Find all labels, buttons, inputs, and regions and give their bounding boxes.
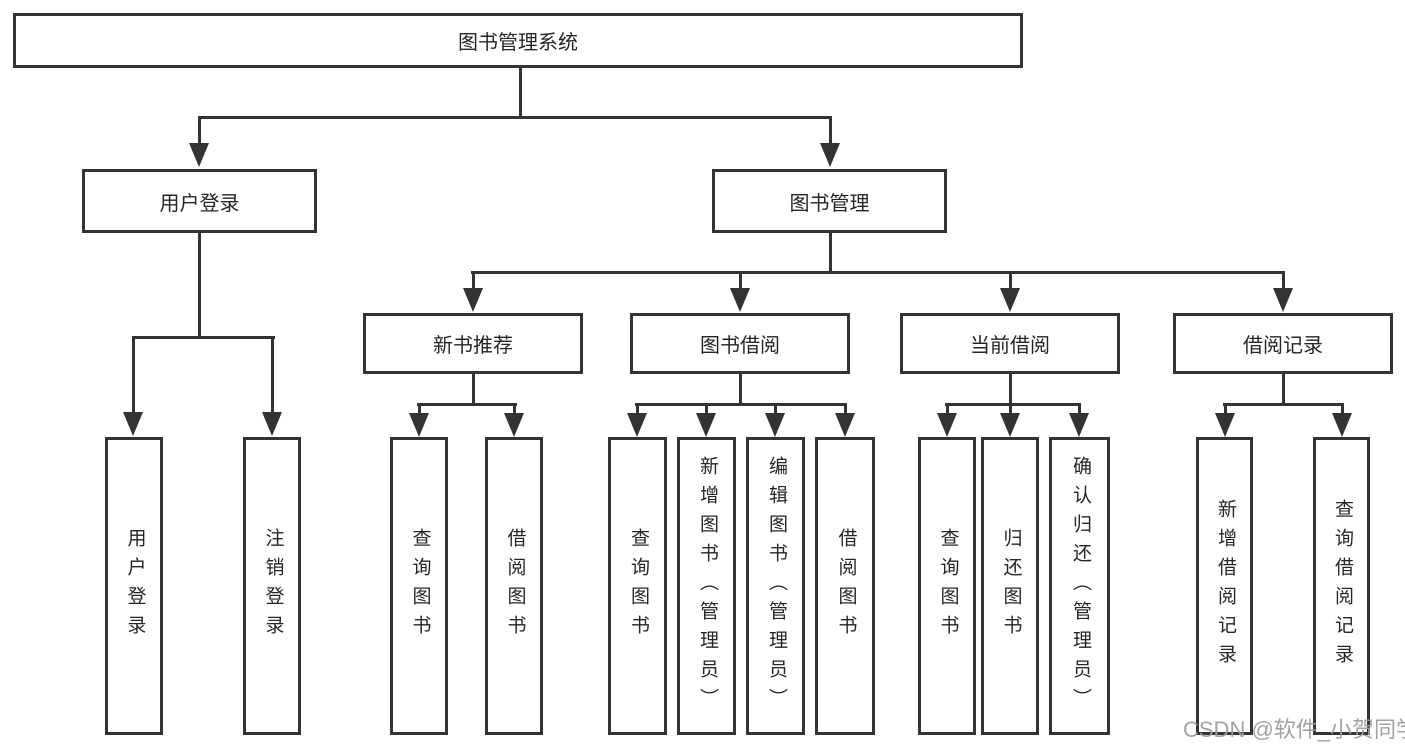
connector-line (1282, 271, 1285, 291)
connector-line (472, 271, 475, 291)
connector-line (132, 336, 275, 339)
leaf-edit-book-admin: 编辑图书（管理员） (746, 437, 805, 735)
node-label: 确认归还（管理员） (1069, 455, 1091, 717)
node-label: 借阅图书 (504, 528, 526, 644)
leaf-add-borrow-record: 新增借阅记录 (1196, 437, 1253, 735)
arrowhead-down-icon (1332, 413, 1352, 437)
arrowhead-down-icon (409, 413, 429, 437)
node-borrowing-records: 借阅记录 (1173, 313, 1393, 374)
connector-line (1009, 372, 1012, 406)
node-label: 图书管理系统 (458, 32, 578, 54)
leaf-return-book: 归还图书 (981, 437, 1039, 735)
connector-line (1223, 403, 1344, 406)
connector-line (635, 403, 847, 406)
connector-line (844, 403, 847, 417)
arrowhead-down-icon (1069, 413, 1089, 437)
connector-line (418, 403, 421, 417)
node-label: 当前借阅 (970, 335, 1050, 357)
node-label: 新增借阅记录 (1214, 499, 1236, 673)
arrowhead-down-icon (504, 413, 524, 437)
connector-line (829, 116, 832, 146)
connector-line (1078, 403, 1081, 417)
arrowhead-down-icon (696, 413, 716, 437)
connector-line (132, 336, 135, 414)
connector-line (271, 336, 274, 414)
connector-line (471, 271, 1285, 274)
node-book-borrowing: 图书借阅 (630, 313, 850, 374)
node-user-login: 用户登录 (82, 169, 317, 233)
connector-line (417, 403, 517, 406)
arrowhead-down-icon (123, 412, 143, 436)
leaf-query-books-current: 查询图书 (918, 437, 976, 735)
connector-line (739, 372, 742, 406)
node-label: 查询图书 (937, 528, 959, 644)
arrowhead-down-icon (835, 413, 855, 437)
node-label: 借阅记录 (1243, 335, 1323, 357)
node-label: 借阅图书 (835, 528, 857, 644)
arrowhead-down-icon (820, 143, 840, 167)
node-label: 用户登录 (159, 192, 240, 215)
node-label: 图书管理 (789, 192, 870, 215)
node-label: 图书借阅 (700, 335, 780, 357)
connector-line (1224, 403, 1227, 417)
connector-line (945, 403, 1081, 406)
arrowhead-down-icon (1000, 288, 1020, 312)
leaf-add-book-admin: 新增图书（管理员） (677, 437, 736, 735)
node-label: 查询图书 (409, 528, 431, 644)
leaf-query-books-recommend: 查询图书 (390, 437, 448, 735)
leaf-query-borrow-record: 查询借阅记录 (1313, 437, 1370, 735)
arrowhead-down-icon (1215, 413, 1235, 437)
connector-line (1009, 403, 1012, 417)
connector-line (198, 231, 201, 339)
connector-line (513, 403, 516, 417)
connector-line (472, 372, 475, 406)
node-new-book-recommendation: 新书推荐 (363, 313, 583, 374)
arrowhead-down-icon (1273, 288, 1293, 312)
leaf-logout: 注销登录 (243, 437, 301, 735)
arrowhead-down-icon (189, 143, 209, 167)
connector-line (1341, 403, 1344, 417)
connector-line (705, 403, 708, 417)
arrowhead-down-icon (765, 413, 785, 437)
leaf-confirm-return-admin: 确认归还（管理员） (1049, 437, 1110, 735)
arrowhead-down-icon (937, 413, 957, 437)
node-label: 查询图书 (627, 528, 649, 644)
leaf-borrow-books: 借阅图书 (815, 437, 875, 735)
csdn-watermark: CSDN @软件_小贺同学 (1183, 717, 1405, 742)
arrowhead-down-icon (262, 412, 282, 436)
connector-line (1009, 271, 1012, 291)
connector-line (636, 403, 639, 417)
arrowhead-down-icon (1000, 413, 1020, 437)
node-label: 新增图书（管理员） (696, 455, 718, 717)
node-label: 查询借阅记录 (1331, 499, 1353, 673)
leaf-query-books-borrowing: 查询图书 (608, 437, 667, 735)
connector-line (198, 116, 201, 146)
arrowhead-down-icon (730, 288, 750, 312)
connector-line (198, 116, 832, 119)
connector-line (1282, 372, 1285, 406)
connector-line (519, 66, 522, 118)
connector-line (774, 403, 777, 417)
leaf-borrow-books-recommend: 借阅图书 (485, 437, 543, 735)
node-current-borrowing: 当前借阅 (900, 313, 1120, 374)
connector-line (739, 271, 742, 291)
leaf-user-login: 用户登录 (105, 437, 163, 735)
node-label: 注销登录 (262, 528, 284, 644)
node-label: 新书推荐 (433, 335, 513, 357)
node-library-management-system: 图书管理系统 (13, 13, 1023, 68)
node-book-management: 图书管理 (712, 169, 947, 233)
node-label: 用户登录 (124, 528, 146, 644)
node-label: 归还图书 (1000, 528, 1022, 644)
connector-line (829, 231, 832, 274)
node-label: 编辑图书（管理员） (765, 455, 787, 717)
arrowhead-down-icon (463, 288, 483, 312)
connector-line (946, 403, 949, 417)
arrowhead-down-icon (627, 413, 647, 437)
